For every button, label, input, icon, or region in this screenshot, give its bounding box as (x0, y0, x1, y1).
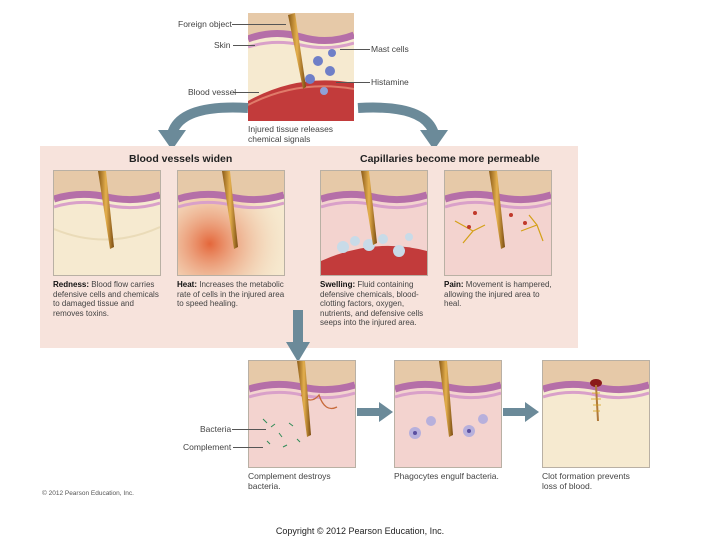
caption-text: Fluid containing defensive chemicals, bl… (320, 280, 424, 328)
copyright-small: © 2012 Pearson Education, Inc. (42, 490, 134, 497)
band-title-right: Capillaries become more permeable (360, 153, 540, 165)
panel-clot (542, 360, 650, 468)
panel-complement (248, 360, 356, 468)
leader-line (340, 49, 370, 50)
leader-line (233, 447, 263, 448)
caption-term: Redness: (53, 280, 90, 289)
leader-line (336, 82, 370, 83)
caption-phagocytes: Phagocytes engulf bacteria. (394, 471, 499, 481)
label-skin: Skin (214, 40, 231, 50)
panel-redness (53, 170, 161, 276)
label-foreign-object: Foreign object (178, 19, 232, 29)
caption-term: Pain: (444, 280, 464, 289)
caption-complement: Complement destroys bacteria. (248, 471, 331, 491)
label-bacteria: Bacteria (200, 424, 232, 434)
arrow-left-icon (158, 102, 249, 150)
panel-swelling (320, 170, 428, 276)
label-histamine: Histamine (371, 77, 409, 87)
label-complement: Complement (183, 442, 232, 452)
caption-text: Movement is hampered, allowing the injur… (444, 280, 552, 309)
caption-text: Increases the metabolic rate of cells in… (177, 280, 285, 309)
leader-line (232, 24, 286, 25)
leader-line (233, 92, 259, 93)
panel-phagocytes (394, 360, 502, 468)
injury-panel (248, 13, 354, 121)
caption-term: Heat: (177, 280, 198, 289)
injury-caption: Injured tissue releases chemical signals (248, 124, 334, 144)
caption-clot: Clot formation prevents loss of blood. (542, 471, 630, 491)
leader-line (232, 429, 266, 430)
caption-swelling: Swelling: Fluid containing defensive che… (320, 280, 430, 328)
panel-pain (444, 170, 552, 276)
caption-pain: Pain: Movement is hampered, allowing the… (444, 280, 554, 309)
label-blood-vessel: Blood vessel (188, 87, 237, 97)
arrow-down-icon (286, 310, 310, 362)
caption-term: Swelling: (320, 280, 356, 289)
arrow-right-icon (503, 402, 539, 422)
label-mast-cells: Mast cells (371, 44, 409, 54)
footer-copyright: Copyright © 2012 Pearson Education, Inc. (275, 526, 445, 536)
caption-redness: Redness: Blood flow carries defensive ce… (53, 280, 163, 318)
arrow-right-icon (357, 402, 393, 422)
caption-heat: Heat: Increases the metabolic rate of ce… (177, 280, 287, 309)
arrow-right-icon (357, 102, 448, 150)
caption-text: Blood flow carries defensive cells and c… (53, 280, 159, 318)
band-title-left: Blood vessels widen (129, 153, 233, 165)
panel-heat (177, 170, 285, 276)
leader-line (233, 45, 255, 46)
